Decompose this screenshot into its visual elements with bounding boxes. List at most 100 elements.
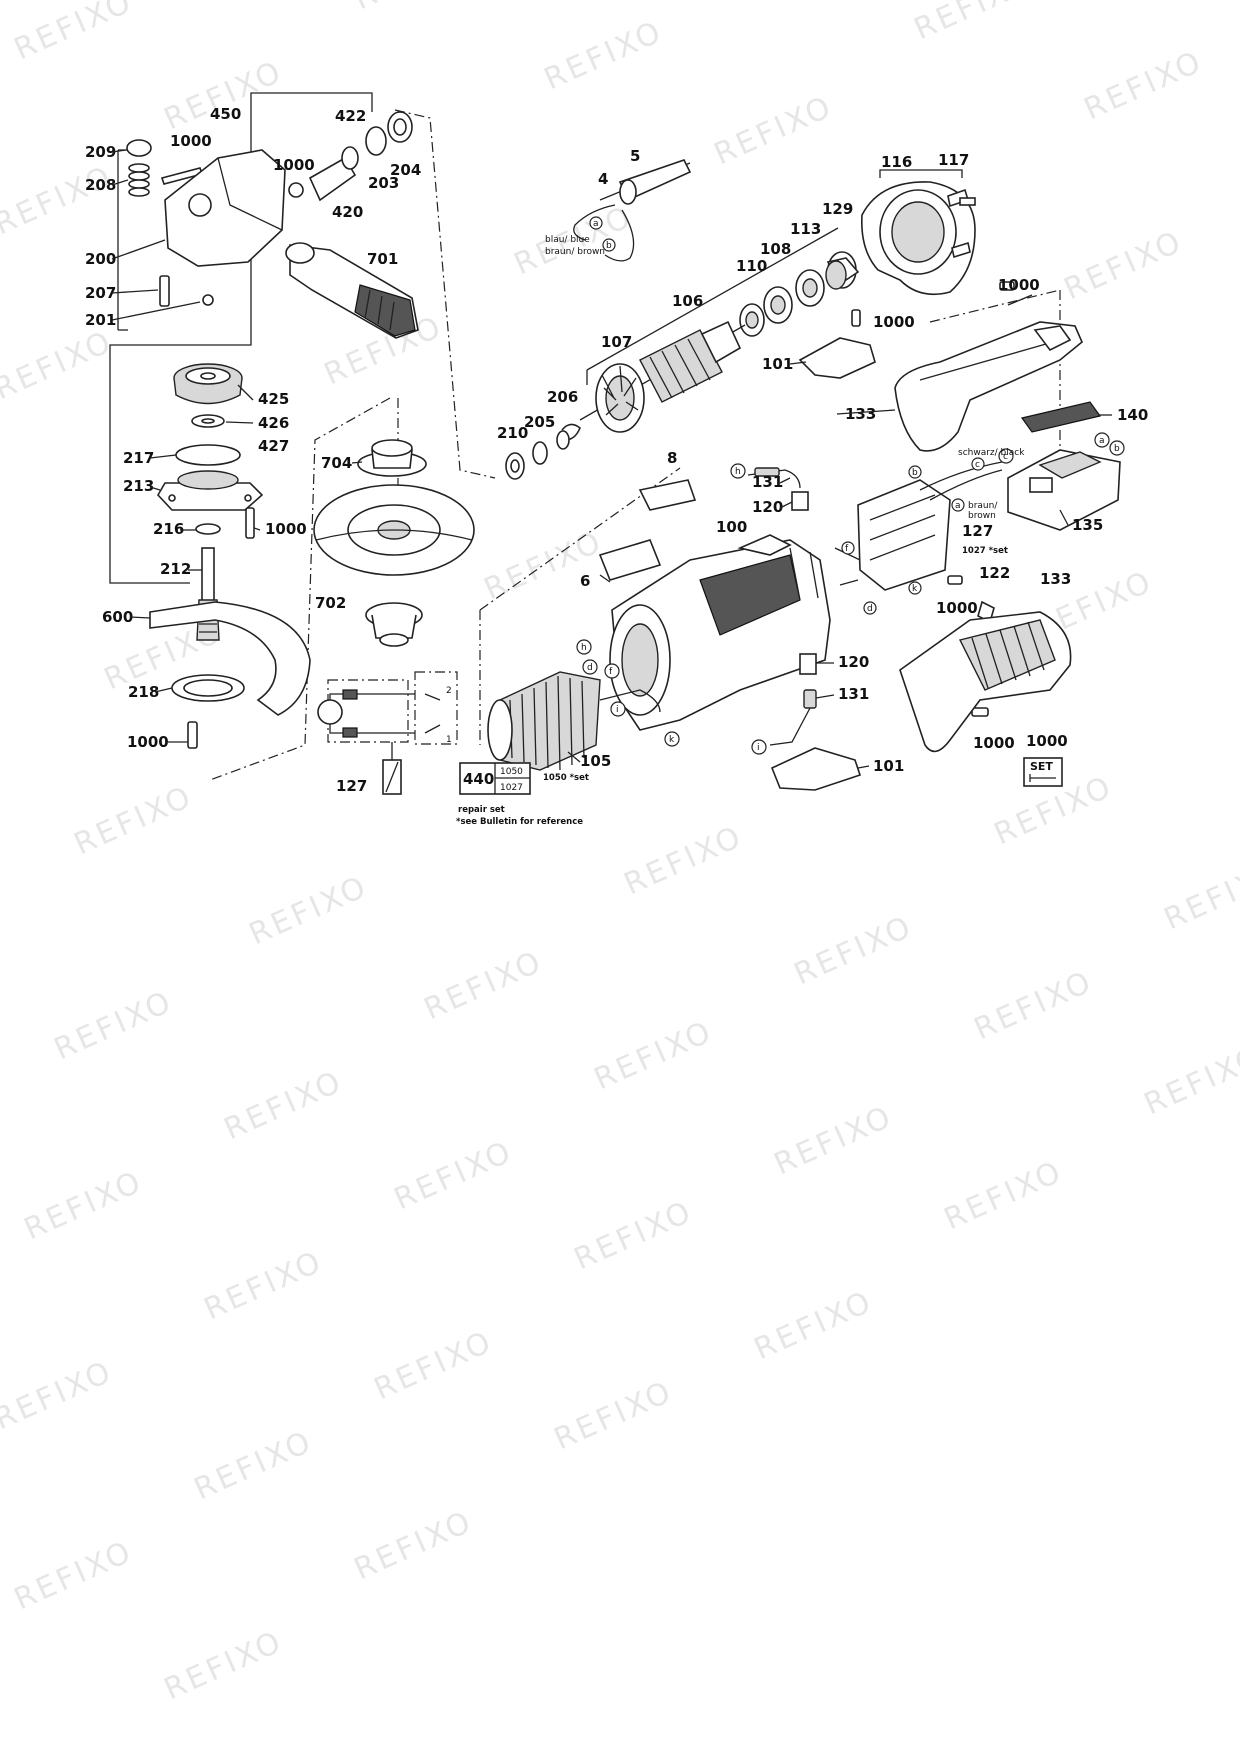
- part-label: 117: [938, 151, 969, 169]
- part-label: 106: [672, 292, 703, 310]
- part-label: 101: [873, 757, 904, 775]
- part-label: 1000: [1026, 732, 1068, 750]
- part-label: 8: [667, 449, 677, 467]
- connector-a: a: [955, 501, 961, 511]
- part-label: 212: [160, 560, 191, 578]
- part-label: 120: [838, 653, 869, 671]
- part-label: 131: [838, 685, 869, 703]
- plate-140: [1020, 401, 1102, 433]
- repair-code: 440: [463, 770, 494, 788]
- watermark: REFIXO: [1159, 854, 1240, 937]
- part-label: 208: [85, 176, 116, 194]
- flange-nut-702: [365, 602, 423, 647]
- part-label: 217: [123, 449, 154, 467]
- part-label: 207: [85, 284, 116, 302]
- cover-101: [798, 337, 876, 379]
- label-6: [598, 539, 662, 581]
- part-label: 201: [85, 311, 116, 329]
- part-label: 6: [580, 572, 590, 590]
- part-label: 100: [716, 518, 747, 536]
- watermark: REFIXO: [569, 1194, 698, 1277]
- part-label: 116: [881, 153, 912, 171]
- watermark: REFIXO: [9, 0, 138, 67]
- connector-i: i: [616, 705, 619, 715]
- part-label: 1000: [170, 132, 212, 150]
- screw-1000: [187, 721, 198, 749]
- spring-208: [128, 163, 150, 197]
- watermark: REFIXO: [769, 1099, 898, 1182]
- watermark: REFIXO: [909, 0, 1038, 47]
- watermark: REFIXO: [159, 54, 288, 137]
- bearing-113: [795, 269, 825, 307]
- part-label: 426: [258, 414, 289, 432]
- schematic-n2: 2: [446, 686, 452, 696]
- set-badge: SET: [1023, 757, 1063, 787]
- set-note-1027: 1027 *set: [962, 546, 1008, 556]
- part-label: 113: [790, 220, 821, 238]
- electronics-127: [834, 461, 1003, 591]
- motor-symbol: [317, 699, 343, 725]
- part-label: 702: [315, 594, 346, 612]
- repair-top: 1050: [500, 767, 523, 777]
- schematic-n1: 1: [446, 735, 452, 745]
- cover-101: [770, 747, 862, 791]
- connector-b: b: [912, 468, 918, 478]
- connector-i: i: [757, 743, 760, 753]
- watermark: REFIXO: [219, 1064, 348, 1147]
- watermark: REFIXO: [709, 89, 838, 172]
- spindle-212: [196, 547, 220, 641]
- watermark: REFIXO: [619, 819, 748, 902]
- watermark: REFIXO: [0, 324, 119, 407]
- part-label: 1000: [998, 276, 1040, 294]
- connector-f: f: [845, 544, 849, 554]
- wire-label-brown2a: braun/: [968, 501, 998, 511]
- wire-label-brown: braun/ brown: [545, 247, 605, 257]
- bearing-129: [825, 251, 860, 290]
- watermark: REFIXO: [159, 1624, 288, 1707]
- repair-bottom: 1027: [500, 783, 523, 793]
- screw-1000: [947, 575, 963, 585]
- part-label: 701: [367, 250, 398, 268]
- part-label: 135: [1072, 516, 1103, 534]
- watermark: REFIXO: [199, 1244, 328, 1327]
- part-label: 203: [368, 174, 399, 192]
- watermark: REFIXO: [749, 1284, 878, 1367]
- connector-h: h: [581, 643, 587, 653]
- bearing-flange-213: [157, 470, 264, 511]
- part-label: 4: [598, 170, 608, 188]
- watermark: REFIXO: [589, 1014, 718, 1097]
- fan-housing-116: [861, 181, 976, 296]
- rear-handle-133: [894, 321, 1083, 452]
- label-8: [638, 479, 697, 511]
- part-label: 206: [547, 388, 578, 406]
- cap-209: [126, 139, 152, 157]
- washer-1000: [288, 182, 304, 198]
- part-label: 1000: [265, 520, 307, 538]
- washer-216: [195, 523, 221, 535]
- part-label: 140: [1117, 406, 1148, 424]
- gear-head-assembly: [126, 111, 475, 749]
- watermark: REFIXO: [189, 1424, 318, 1507]
- watermark: REFIXO: [1139, 1039, 1240, 1122]
- screw-207: [159, 275, 170, 307]
- watermark: REFIXO: [389, 1134, 518, 1217]
- connector-d: d: [867, 604, 873, 614]
- ring-422: [365, 126, 387, 156]
- bevel-gear-425: [173, 363, 243, 405]
- part-label: 1000: [936, 599, 978, 617]
- wiring-schematic: 2 1: [317, 671, 458, 795]
- part-label: 209: [85, 143, 116, 161]
- small-parts-right: [798, 281, 1015, 379]
- connector-120: [791, 491, 809, 511]
- watermark: REFIXO: [539, 14, 668, 97]
- screw-1000: [999, 281, 1015, 291]
- stator-105: [487, 671, 661, 771]
- part-label: 133: [1040, 570, 1071, 588]
- watermark: REFIXO: [419, 944, 548, 1027]
- set-badge-text: SET: [1030, 760, 1053, 773]
- watermark: REFIXO: [244, 869, 373, 952]
- watermark: REFIXO: [369, 1324, 498, 1407]
- repair-note-1: repair set: [458, 805, 505, 815]
- part-label: 450: [210, 105, 241, 123]
